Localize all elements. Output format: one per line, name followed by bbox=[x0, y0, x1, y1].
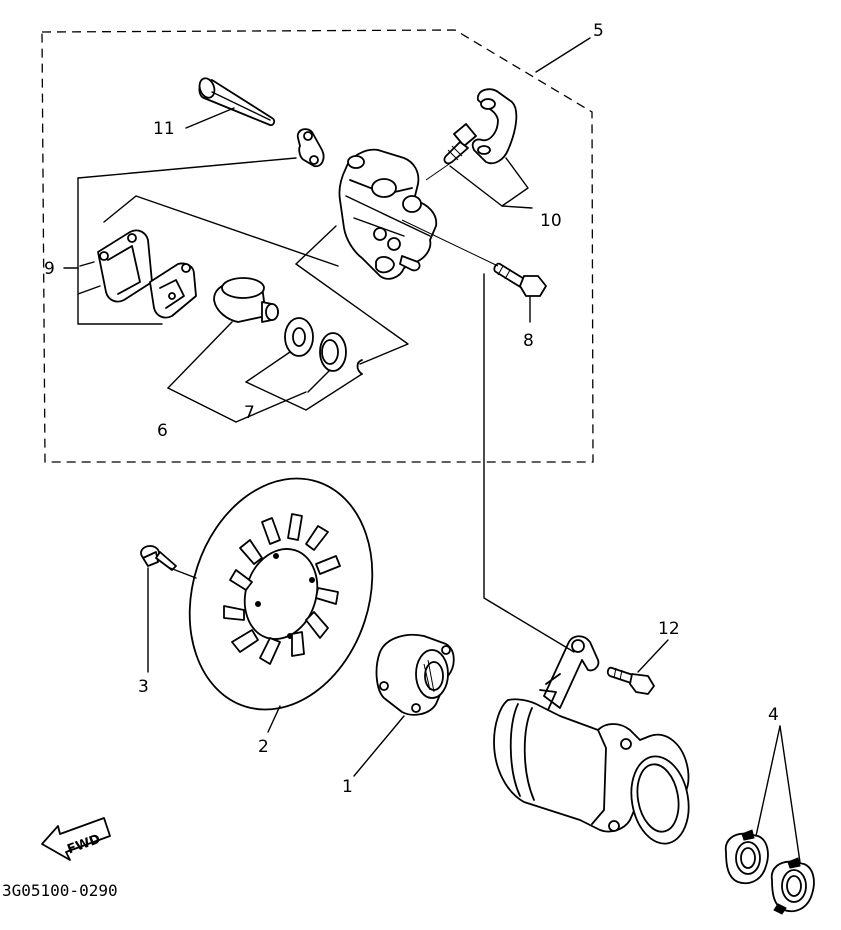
part-11-pin-bolt[interactable] bbox=[197, 76, 276, 126]
part-3-disc-bolt[interactable] bbox=[140, 545, 177, 571]
part-10-bracket[interactable] bbox=[471, 88, 518, 165]
callout-9: 9 bbox=[44, 259, 55, 279]
part-4-collar-b[interactable] bbox=[770, 857, 815, 915]
part-10-bolt[interactable] bbox=[443, 123, 477, 165]
callout-2: 2 bbox=[258, 737, 269, 757]
callout-5: 5 bbox=[593, 21, 604, 41]
part-9-brake-pad-inner[interactable] bbox=[149, 262, 197, 319]
leader-lines bbox=[63, 37, 801, 863]
callout-6: 6 bbox=[157, 421, 168, 441]
part-9-brake-pad-outer[interactable] bbox=[97, 229, 153, 303]
callout-1: 1 bbox=[342, 777, 353, 797]
part-7-retaining-ring[interactable] bbox=[356, 359, 363, 375]
callout-10: 10 bbox=[540, 211, 562, 231]
part-7-seal-b[interactable] bbox=[319, 332, 347, 372]
caliper-body[interactable] bbox=[338, 148, 438, 280]
fwd-arrow: FWD bbox=[41, 817, 111, 861]
part-8-bolt[interactable] bbox=[493, 262, 547, 297]
part-1-hub[interactable] bbox=[375, 633, 455, 716]
part-12-bolt[interactable] bbox=[606, 666, 655, 695]
part-6-piston[interactable] bbox=[213, 277, 279, 323]
part-4-collar-a[interactable] bbox=[724, 829, 769, 885]
callout-8: 8 bbox=[523, 331, 534, 351]
part-2-brake-disc[interactable] bbox=[161, 455, 401, 734]
pad-spring-clip[interactable] bbox=[296, 128, 325, 168]
callout-7: 7 bbox=[244, 403, 255, 423]
callout-12: 12 bbox=[658, 619, 680, 639]
callout-3: 3 bbox=[138, 677, 149, 697]
part-7-seal-a[interactable] bbox=[284, 317, 314, 357]
callout-4: 4 bbox=[768, 705, 779, 725]
master-cylinder-assembly[interactable] bbox=[493, 635, 695, 848]
diagram-code: 3G05100-0290 bbox=[2, 881, 118, 900]
callout-11: 11 bbox=[153, 119, 175, 139]
